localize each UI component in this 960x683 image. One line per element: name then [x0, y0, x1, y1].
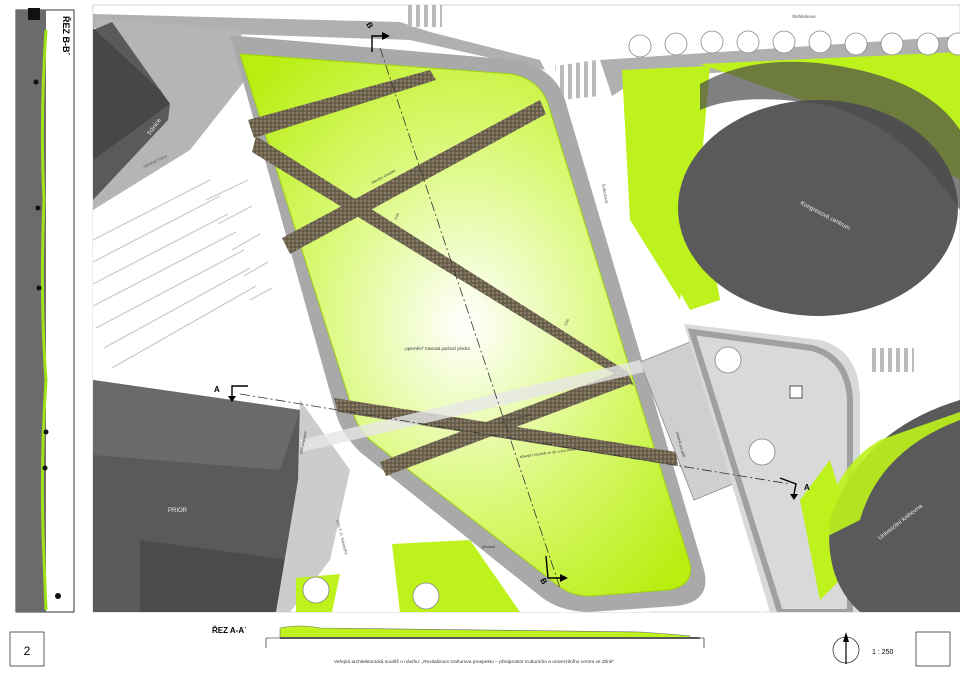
crosswalk-east	[555, 60, 600, 100]
path-1	[248, 70, 436, 138]
marker-a-right-label: A	[804, 483, 810, 492]
sheet-caption: Veřejná architektonická soutěž o návrhu:…	[334, 659, 615, 665]
label-east-walk: chodník pro pěší	[675, 431, 686, 458]
marker-a-left-label: A	[214, 385, 220, 394]
label-gahurova: Gahurova	[601, 183, 609, 204]
marker-b-bottom-label: B	[538, 577, 549, 587]
section-marker-a-right: A	[779, 477, 810, 500]
path-3	[282, 100, 546, 254]
section-bb: ŘEZ B-B´	[15, 8, 75, 613]
section-marker-b-top: B	[364, 21, 390, 52]
path-5	[380, 370, 630, 476]
crosswalk-north	[408, 5, 442, 27]
trees	[302, 30, 960, 610]
section-lines	[239, 47, 791, 589]
label-passage: pěší propojení	[299, 431, 308, 454]
section-marker-a-left: A	[214, 385, 248, 402]
page-number: 2	[24, 644, 31, 658]
central-park	[230, 36, 706, 612]
building-kongresove-centrum	[678, 61, 960, 316]
label-stefanikova: Štefánikova	[792, 13, 816, 19]
label-dim-1: 3,00	[393, 212, 400, 220]
building-prior	[93, 380, 310, 612]
stamp-box	[915, 631, 951, 667]
label-prior: PRIOR	[168, 508, 188, 514]
building-univerzitni-knihovna	[820, 400, 960, 612]
scale-label: 1 : 250	[872, 649, 894, 656]
footer: 2 ŘEZ A-A´ Veřejná architektonická soutě…	[9, 625, 951, 667]
section-marker-b-bottom: B	[538, 555, 568, 587]
parking-area	[93, 179, 273, 369]
label-central-area: „opevnění“ travnatá pochozí plocha	[404, 346, 470, 351]
section-aa-title: ŘEZ A-A´	[212, 626, 247, 635]
label-crosswalk: přechod	[482, 545, 495, 549]
north-arrow	[832, 632, 860, 664]
section-bb-title: ŘEZ B-B´	[61, 16, 72, 56]
section-aa-drawing	[265, 625, 705, 648]
path-2	[252, 136, 634, 386]
marker-b-top-label: B	[364, 21, 375, 31]
label-dim-2: 3,00	[563, 318, 570, 326]
